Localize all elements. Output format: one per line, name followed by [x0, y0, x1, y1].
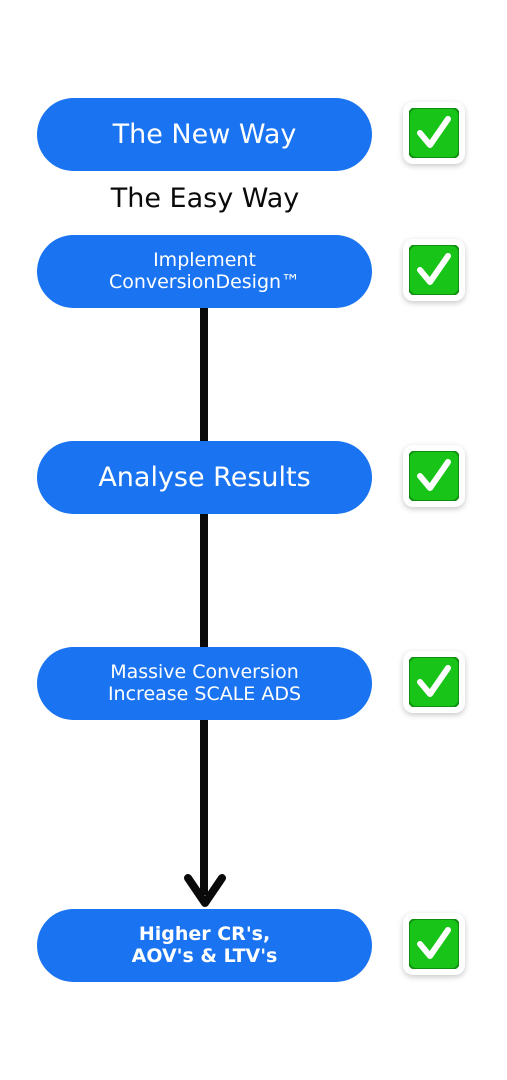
step-5-label-line-2: AOV's & LTV's	[131, 944, 278, 967]
subtitle-easy-way: The Easy Way	[110, 183, 300, 214]
check-badge-2	[403, 239, 465, 301]
step-pill-implement: Implement ConversionDesign™	[37, 235, 372, 308]
connector-line-3	[200, 719, 208, 895]
step-1-label: The New Way	[112, 118, 297, 150]
check-badge-5	[403, 913, 465, 975]
check-badge-1	[403, 102, 465, 164]
step-pill-massive-conversion: Massive Conversion Increase SCALE ADS	[37, 647, 372, 720]
connector-line-1	[200, 306, 208, 442]
connector-line-2	[200, 513, 208, 648]
step-pill-higher-cr: Higher CR's, AOV's & LTV's	[37, 909, 372, 982]
check-badge-4	[403, 651, 465, 713]
check-mark-icon	[409, 108, 459, 158]
arrow-down-icon	[184, 874, 226, 907]
step-4-label-line-1: Massive Conversion	[110, 660, 299, 683]
step-5-label-line-1: Higher CR's,	[138, 922, 271, 945]
check-badge-3	[403, 445, 465, 507]
step-3-label: Analyse Results	[98, 461, 311, 493]
check-mark-icon	[409, 245, 459, 295]
step-2-label-line-2: ConversionDesign™	[108, 270, 301, 293]
check-mark-icon	[409, 919, 459, 969]
check-mark-icon	[409, 657, 459, 707]
step-2-label-line-1: Implement	[153, 248, 256, 271]
check-mark-icon	[409, 451, 459, 501]
step-pill-new-way: The New Way	[37, 98, 372, 171]
step-4-label-line-2: Increase SCALE ADS	[107, 682, 302, 705]
step-pill-analyse: Analyse Results	[37, 441, 372, 514]
